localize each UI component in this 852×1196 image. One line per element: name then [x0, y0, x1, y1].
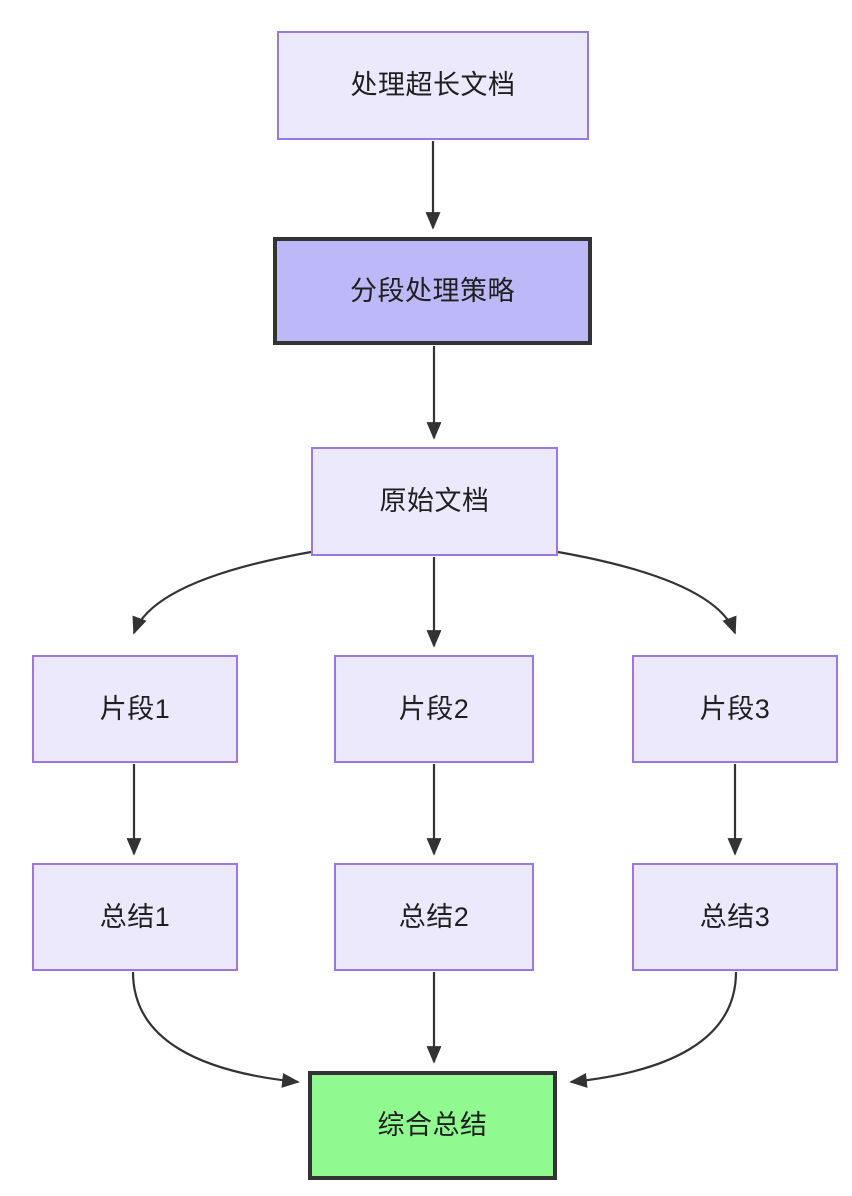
- node-label: 总结1: [99, 901, 171, 932]
- node-summary-1[interactable]: 总结1: [32, 863, 238, 971]
- edge-summary-3-to-final-summary: [569, 971, 738, 1088]
- node-fragment-2[interactable]: 片段2: [334, 655, 534, 763]
- node-label: 片段3: [699, 693, 771, 724]
- node-fragment-3[interactable]: 片段3: [632, 655, 838, 763]
- node-label: 片段1: [99, 693, 171, 724]
- edge-source-doc-to-fragment-1: [132, 550, 312, 635]
- node-label: 综合总结: [377, 1110, 488, 1141]
- node-label: 处理超长文档: [350, 70, 516, 101]
- node-summary-3[interactable]: 总结3: [632, 863, 838, 971]
- edge-summary-1-to-final-summary: [131, 971, 300, 1088]
- node-source-doc[interactable]: 原始文档: [311, 447, 558, 556]
- node-label: 原始文档: [379, 486, 490, 517]
- node-handle-long-doc[interactable]: 处理超长文档: [277, 31, 589, 140]
- node-label: 片段2: [398, 693, 470, 724]
- node-summary-2[interactable]: 总结2: [334, 863, 534, 971]
- node-final-summary[interactable]: 综合总结: [308, 1071, 557, 1180]
- edge-source-doc-to-fragment-3: [557, 550, 737, 635]
- node-label: 总结2: [398, 901, 470, 932]
- node-label: 总结3: [699, 901, 771, 932]
- node-chunk-strategy[interactable]: 分段处理策略: [273, 237, 592, 345]
- node-label: 分段处理策略: [350, 275, 515, 306]
- node-fragment-1[interactable]: 片段1: [32, 655, 238, 763]
